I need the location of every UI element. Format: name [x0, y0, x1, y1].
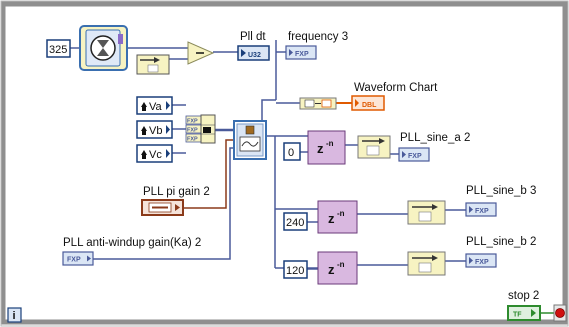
- svg-text:-n: -n: [337, 209, 345, 218]
- pll-sine-b3-label: PLL_sine_b 3: [466, 185, 536, 197]
- delay-node-b3[interactable]: z -n: [317, 200, 358, 234]
- pll-dt-label: Pll dt: [240, 31, 266, 43]
- waveform-chart-indicator[interactable]: DBL: [351, 95, 385, 111]
- pll-antiwindup-label: PLL anti-windup gain(Ka) 2: [63, 237, 201, 249]
- va-control[interactable]: Va: [136, 96, 173, 115]
- index-node-b3[interactable]: [407, 200, 446, 225]
- pll-sine-a-indicator[interactable]: FXP: [398, 147, 430, 162]
- build-array-node[interactable]: [200, 114, 216, 144]
- loop-iteration-terminal[interactable]: i: [7, 307, 22, 323]
- fxp-conversion-stack[interactable]: FXP FXP FXP: [185, 115, 202, 143]
- loop-index-label: i: [13, 310, 16, 322]
- constant-240-label: 240: [286, 217, 304, 229]
- svg-text:z: z: [328, 262, 335, 277]
- pll-sine-b2-label: PLL_sine_b 2: [466, 236, 536, 248]
- u32-type-label: U32: [248, 52, 261, 59]
- va-label: Va: [149, 101, 163, 113]
- index-node-b2[interactable]: [407, 251, 446, 276]
- index-node-a[interactable]: [357, 135, 391, 159]
- vc-control[interactable]: Vc: [136, 144, 173, 163]
- pll-sine-b3-indicator[interactable]: FXP: [465, 202, 497, 217]
- constant-0-label: 0: [288, 147, 294, 159]
- sine-b2-type-label: FXP: [475, 259, 489, 266]
- svg-text:-n: -n: [337, 260, 345, 269]
- frequency-type-label: FXP: [295, 51, 309, 58]
- constant-240[interactable]: 240: [283, 212, 308, 231]
- fxp-stack-label-1: FXP: [187, 119, 198, 125]
- wait-timer-icon[interactable]: [79, 25, 128, 71]
- svg-text:-n: -n: [326, 139, 334, 148]
- pll-sine-b2-indicator[interactable]: FXP: [465, 253, 497, 268]
- tick-count-node[interactable]: [136, 54, 170, 75]
- to-dbl-conversion-node[interactable]: [299, 97, 337, 110]
- fxp-stack-label-3: FXP: [187, 137, 198, 143]
- constant-325-label: 325: [49, 44, 67, 56]
- svg-text:z: z: [317, 141, 324, 156]
- sine-b3-type-label: FXP: [475, 208, 489, 215]
- constant-325[interactable]: 325: [46, 39, 71, 58]
- frequency-indicator[interactable]: FXP: [285, 45, 317, 60]
- stop-control[interactable]: TF: [507, 305, 541, 321]
- constant-120[interactable]: 120: [283, 260, 308, 279]
- pll-pi-gain-control[interactable]: [141, 199, 184, 216]
- pll-pi-gain-label: PLL pi gain 2: [143, 186, 210, 198]
- constant-120-label: 120: [286, 265, 304, 277]
- svg-text:z: z: [328, 211, 335, 226]
- constant-0[interactable]: 0: [283, 142, 301, 161]
- delay-node-a[interactable]: z -n: [307, 130, 346, 165]
- sine-a-type-label: FXP: [408, 153, 422, 160]
- pll-antiwindup-control[interactable]: FXP: [62, 251, 94, 266]
- vb-control[interactable]: Vb: [136, 120, 173, 139]
- vb-label: Vb: [149, 125, 162, 137]
- frequency-label: frequency 3: [288, 31, 348, 43]
- subtract-node[interactable]: [187, 41, 215, 65]
- dbl-type-label: DBL: [362, 102, 377, 109]
- stop-label: stop 2: [508, 290, 539, 302]
- pll-subvi[interactable]: [233, 120, 267, 160]
- vc-label: Vc: [149, 149, 162, 161]
- pll-sine-a-label: PLL_sine_a 2: [400, 132, 470, 144]
- fxp-stack-label-2: FXP: [187, 128, 198, 134]
- tf-type-label: TF: [513, 312, 522, 319]
- antiwindup-type-label: FXP: [67, 257, 81, 264]
- delay-node-b2[interactable]: z -n: [317, 251, 358, 285]
- pll-dt-indicator[interactable]: U32: [237, 45, 270, 61]
- wires: [70, 40, 554, 314]
- waveform-chart-label: Waveform Chart: [354, 82, 438, 94]
- loop-condition-stop-icon[interactable]: [553, 304, 567, 322]
